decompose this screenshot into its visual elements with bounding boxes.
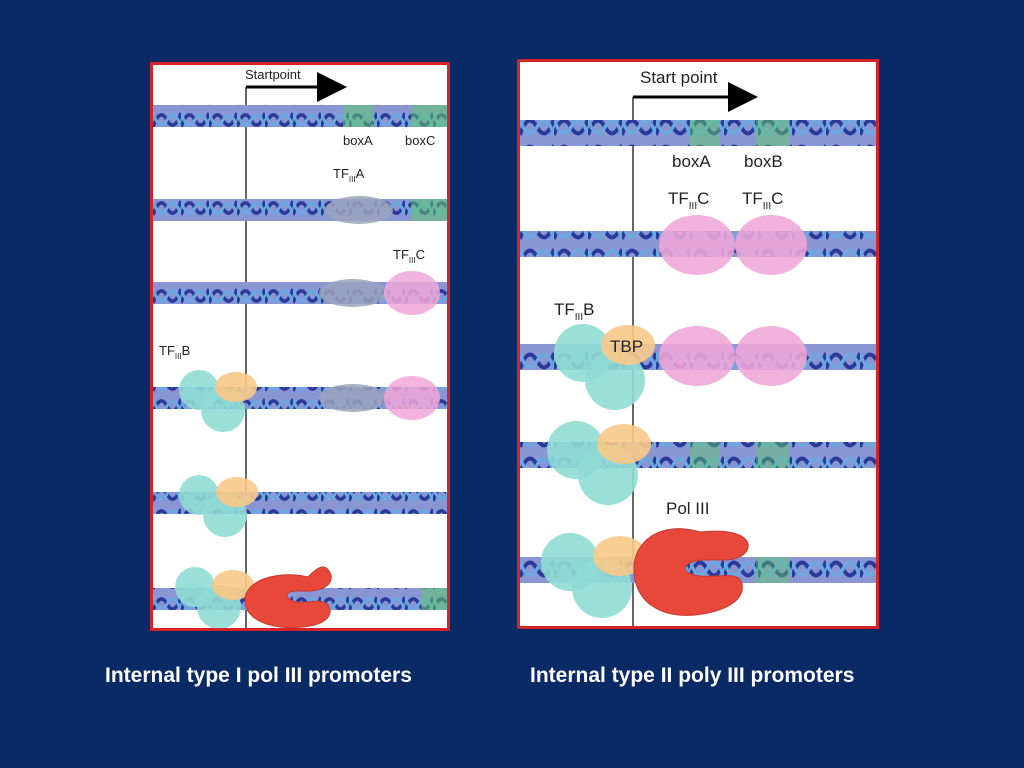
- type-ii-promoter-panel: Start point boxA boxB TFIIIC TFIIIC TFII…: [517, 59, 879, 629]
- boxA-label: boxA: [672, 152, 711, 171]
- startpoint-label: Startpoint: [245, 67, 301, 82]
- dna-strand-row-3: [520, 324, 876, 410]
- tf3c-protein-2: [735, 215, 807, 275]
- caption-type-ii: Internal type II poly III promoters: [530, 664, 855, 687]
- dna-strand-row-2: [520, 215, 876, 275]
- tf3c-label: TFIIIC: [393, 247, 425, 265]
- tf3c-protein-1: [659, 215, 735, 275]
- tf3b-label: TFIIIB: [159, 343, 190, 361]
- boxB-region: [756, 120, 790, 146]
- dna-strand-row-5: [520, 528, 876, 618]
- boxA-region: [690, 120, 720, 146]
- dna-strand-row-3: [153, 271, 447, 315]
- tbp-protein: [215, 372, 257, 402]
- pol3-protein: [633, 528, 749, 616]
- tf3a-label: TFIIIA: [333, 166, 365, 184]
- type-i-diagram: Startpoint boxA boxC TFIIIA TFIIIC TFIII…: [153, 67, 447, 628]
- type-ii-diagram: Start point boxA boxB TFIIIC TFIIIC TFII…: [520, 68, 876, 626]
- tf3c-label-2: TFIIIC: [742, 189, 783, 212]
- tf3c-protein: [384, 271, 440, 315]
- boxC-label: boxC: [405, 133, 435, 148]
- tf3a-protein: [325, 196, 393, 224]
- dna-strand-row-2: [153, 196, 447, 224]
- type-i-promoter-panel: Startpoint boxA boxC TFIIIA TFIIIC TFIII…: [150, 62, 450, 631]
- pol3-label: Pol III: [666, 499, 709, 518]
- boxA-region: [343, 105, 373, 127]
- dna-strand-row-1: [520, 120, 876, 146]
- dna-strand-row-4: [520, 421, 876, 505]
- tf3b-label: TFIIIB: [554, 300, 594, 323]
- boxC-region: [411, 105, 447, 127]
- dna-strand-row-5: [153, 475, 447, 537]
- boxB-label: boxB: [744, 152, 783, 171]
- caption-type-i: Internal type I pol III promoters: [105, 664, 412, 687]
- dna-strand-row-6: [153, 566, 447, 628]
- boxA-label: boxA: [343, 133, 373, 148]
- tbp-label: TBP: [610, 337, 643, 356]
- tbp-protein: [601, 325, 655, 365]
- tf3c-label-1: TFIIIC: [668, 189, 709, 212]
- dna-strand-row-1: [153, 105, 447, 127]
- startpoint-label: Start point: [640, 68, 718, 87]
- dna-strand-row-4: [153, 370, 447, 432]
- pol3-protein: [244, 566, 332, 628]
